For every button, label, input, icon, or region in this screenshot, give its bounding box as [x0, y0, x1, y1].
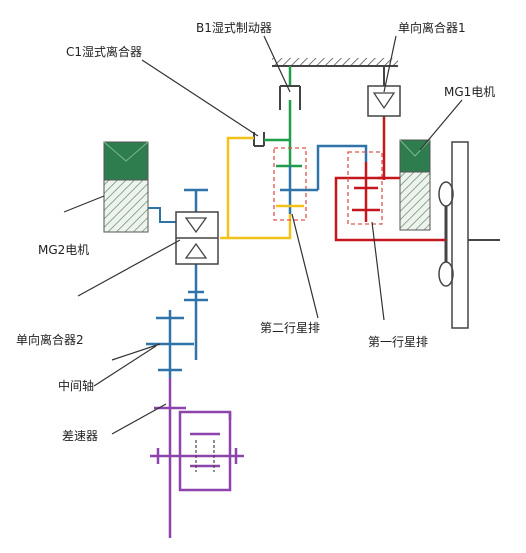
label-mg1-motor: MG1电机 — [444, 85, 495, 99]
mg1-motor — [399, 139, 431, 231]
one-way-clutch-2 — [175, 211, 219, 265]
label-mg2-motor: MG2电机 — [38, 243, 89, 257]
yellow-path-2 — [228, 214, 292, 240]
b1-wet-brake — [276, 66, 302, 168]
label-one-way-clutch-2: 单向离合器2 — [16, 332, 84, 347]
differential — [150, 378, 244, 538]
yellow-path — [220, 136, 254, 240]
countershaft — [146, 310, 194, 378]
label-c1-clutch: C1湿式离合器 — [66, 44, 142, 59]
mg2-motor — [103, 141, 149, 233]
second-planetary-set — [273, 147, 318, 221]
label-one-way-clutch-1: 单向离合器1 — [398, 20, 466, 35]
engine-damper — [438, 141, 500, 329]
first-planetary-set — [347, 151, 400, 225]
mg2-rotor-link — [148, 207, 176, 223]
label-countershaft: 中间轴 — [58, 378, 94, 393]
label-second-planetary: 第二行星排 — [260, 321, 320, 335]
label-b1-brake: B1湿式制动器 — [196, 20, 272, 35]
c1-wet-clutch — [253, 132, 290, 147]
housing-ground — [272, 58, 398, 67]
leader-lines — [63, 35, 463, 435]
label-first-planetary: 第一行星排 — [368, 335, 428, 349]
blue-link — [316, 144, 368, 190]
label-differential: 差速器 — [62, 429, 98, 443]
